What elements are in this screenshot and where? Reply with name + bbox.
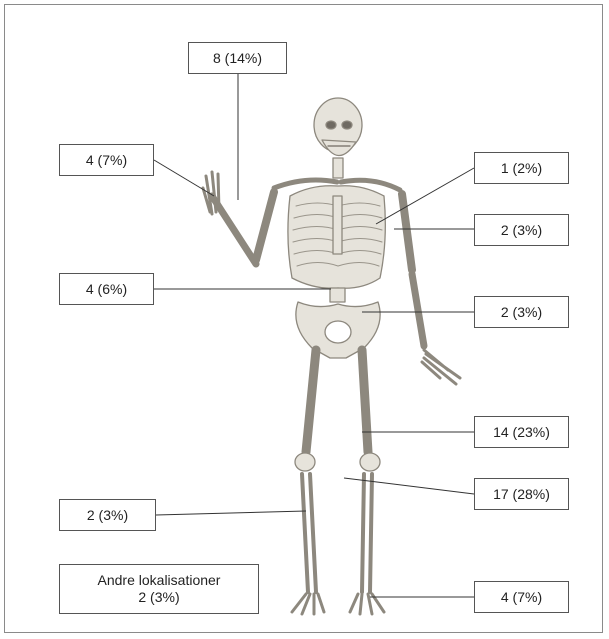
femur-left — [306, 350, 316, 452]
upper-arm-left — [256, 192, 274, 260]
label-upper-arm: 2 (3%) — [474, 214, 569, 246]
neck — [333, 158, 343, 178]
sternum — [333, 196, 342, 254]
eye-socket-left — [326, 121, 336, 129]
label-other-locations-value: 2 (3%) — [138, 589, 179, 606]
eye-socket-right — [342, 121, 352, 129]
pelvis-opening — [325, 321, 351, 343]
label-other-locations-title: Andre lokalisationer — [98, 572, 221, 589]
shin-right — [362, 474, 372, 592]
lumbar-spine — [330, 288, 345, 302]
leader-shoulder — [376, 168, 474, 224]
label-knee: 17 (28%) — [474, 478, 569, 510]
label-spine: 4 (6%) — [59, 273, 154, 305]
label-other-locations: Andre lokalisationer 2 (3%) — [59, 564, 259, 614]
label-shin: 2 (3%) — [59, 499, 156, 531]
label-foot: 4 (7%) — [474, 581, 569, 613]
knee-right — [360, 453, 380, 471]
label-pelvis: 2 (3%) — [474, 296, 569, 328]
skeleton-figure — [203, 98, 460, 614]
hand-right — [422, 350, 460, 384]
jaw — [322, 140, 356, 156]
forearm-right — [412, 274, 424, 346]
shin-left — [302, 474, 316, 592]
label-hand: 4 (7%) — [59, 144, 154, 176]
upper-arm-right — [402, 194, 412, 270]
leader-shin — [156, 511, 306, 515]
foot-left — [292, 594, 324, 614]
label-thigh: 14 (23%) — [474, 416, 569, 448]
knee-left — [295, 453, 315, 471]
femur-right — [362, 350, 368, 452]
label-top: 8 (14%) — [188, 42, 287, 74]
label-shoulder: 1 (2%) — [474, 152, 569, 184]
